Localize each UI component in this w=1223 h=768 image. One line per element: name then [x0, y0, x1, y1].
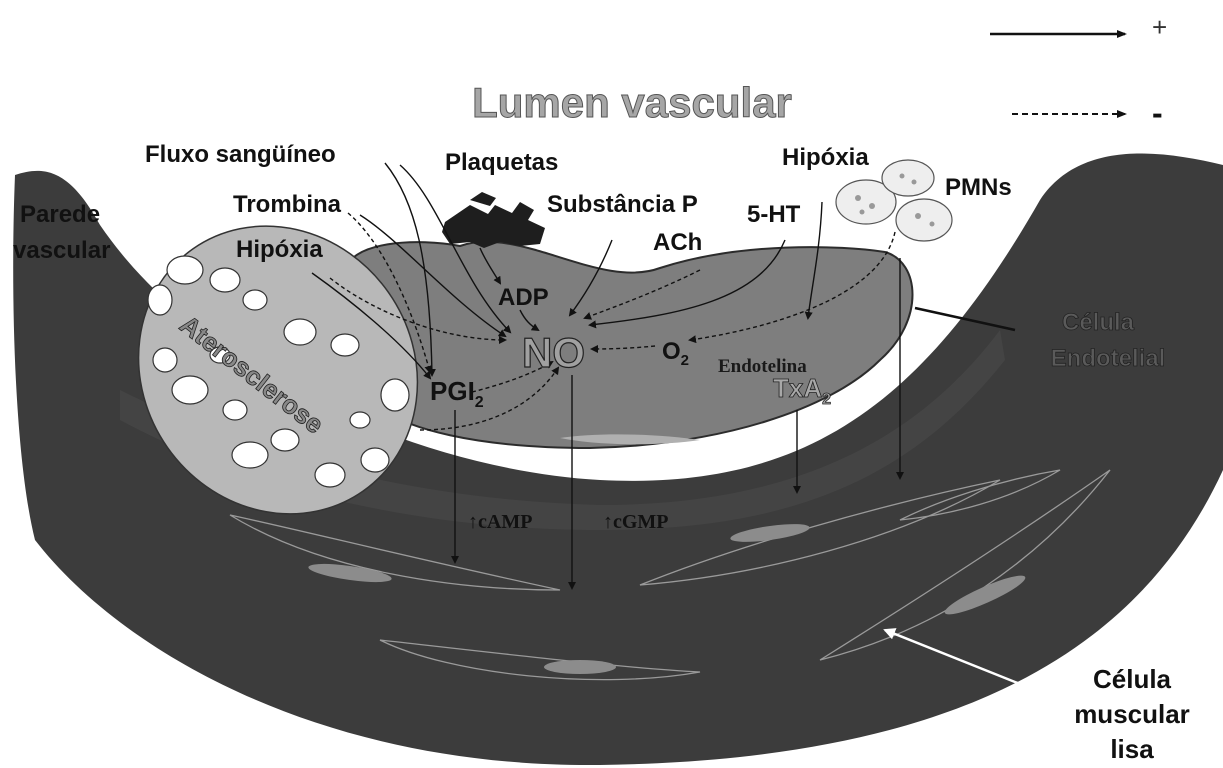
label-celula-muscular-1: Célula [1093, 664, 1172, 694]
lipid-droplet [167, 256, 203, 284]
label-trombina: Trombina [233, 191, 342, 218]
label-celula-endotelial-2: Endotelial [1051, 345, 1166, 372]
muscle-nucleus [544, 660, 616, 674]
lipid-droplet [271, 429, 299, 451]
page-title: Lumen vascular [472, 79, 792, 126]
pmn-cell [896, 199, 952, 241]
label-fluxo: Fluxo sangüíneo [145, 141, 336, 168]
lipid-droplet [232, 442, 268, 468]
legend-minus: - [1152, 95, 1163, 131]
legend: + - [990, 12, 1167, 131]
lipid-droplet [172, 376, 208, 404]
platelet-shape [442, 202, 545, 248]
lipid-droplet [315, 463, 345, 487]
lipid-droplet [243, 290, 267, 310]
lipid-droplet [350, 412, 370, 428]
label-5ht: 5-HT [747, 201, 801, 228]
lipid-droplet [153, 348, 177, 372]
lipid-droplet [381, 379, 409, 411]
label-plaquetas: Plaquetas [445, 149, 558, 176]
label-hipoxia-right: Hipóxia [782, 144, 869, 171]
lipid-droplet [148, 285, 172, 315]
label-adp: ADP [498, 284, 549, 311]
label-vascular: vascular [13, 237, 110, 264]
lipid-droplet [284, 319, 316, 345]
platelet-shape [470, 192, 496, 206]
lipid-droplet [210, 268, 240, 292]
label-pmns: PMNs [945, 174, 1012, 201]
pmn-cell [882, 160, 934, 196]
label-cgmp: ↑cGMP [603, 511, 669, 533]
legend-plus: + [1152, 12, 1167, 42]
label-ach: ACh [653, 229, 702, 256]
lipid-droplet [223, 400, 247, 420]
platelets [442, 192, 545, 248]
lipid-droplet [361, 448, 389, 472]
label-hipoxia-left: Hipóxia [236, 236, 323, 263]
label-no: NO [522, 329, 585, 376]
label-parede: Parede [20, 201, 100, 228]
label-substancia-p: Substância P [547, 191, 698, 218]
label-celula-muscular-3: lisa [1110, 734, 1154, 764]
label-camp: ↑cAMP [468, 511, 532, 533]
pmns-cells [836, 160, 952, 241]
label-celula-muscular-2: muscular [1074, 699, 1190, 729]
lipid-droplet [331, 334, 359, 356]
label-celula-endotelial-1: Célula [1062, 309, 1135, 336]
